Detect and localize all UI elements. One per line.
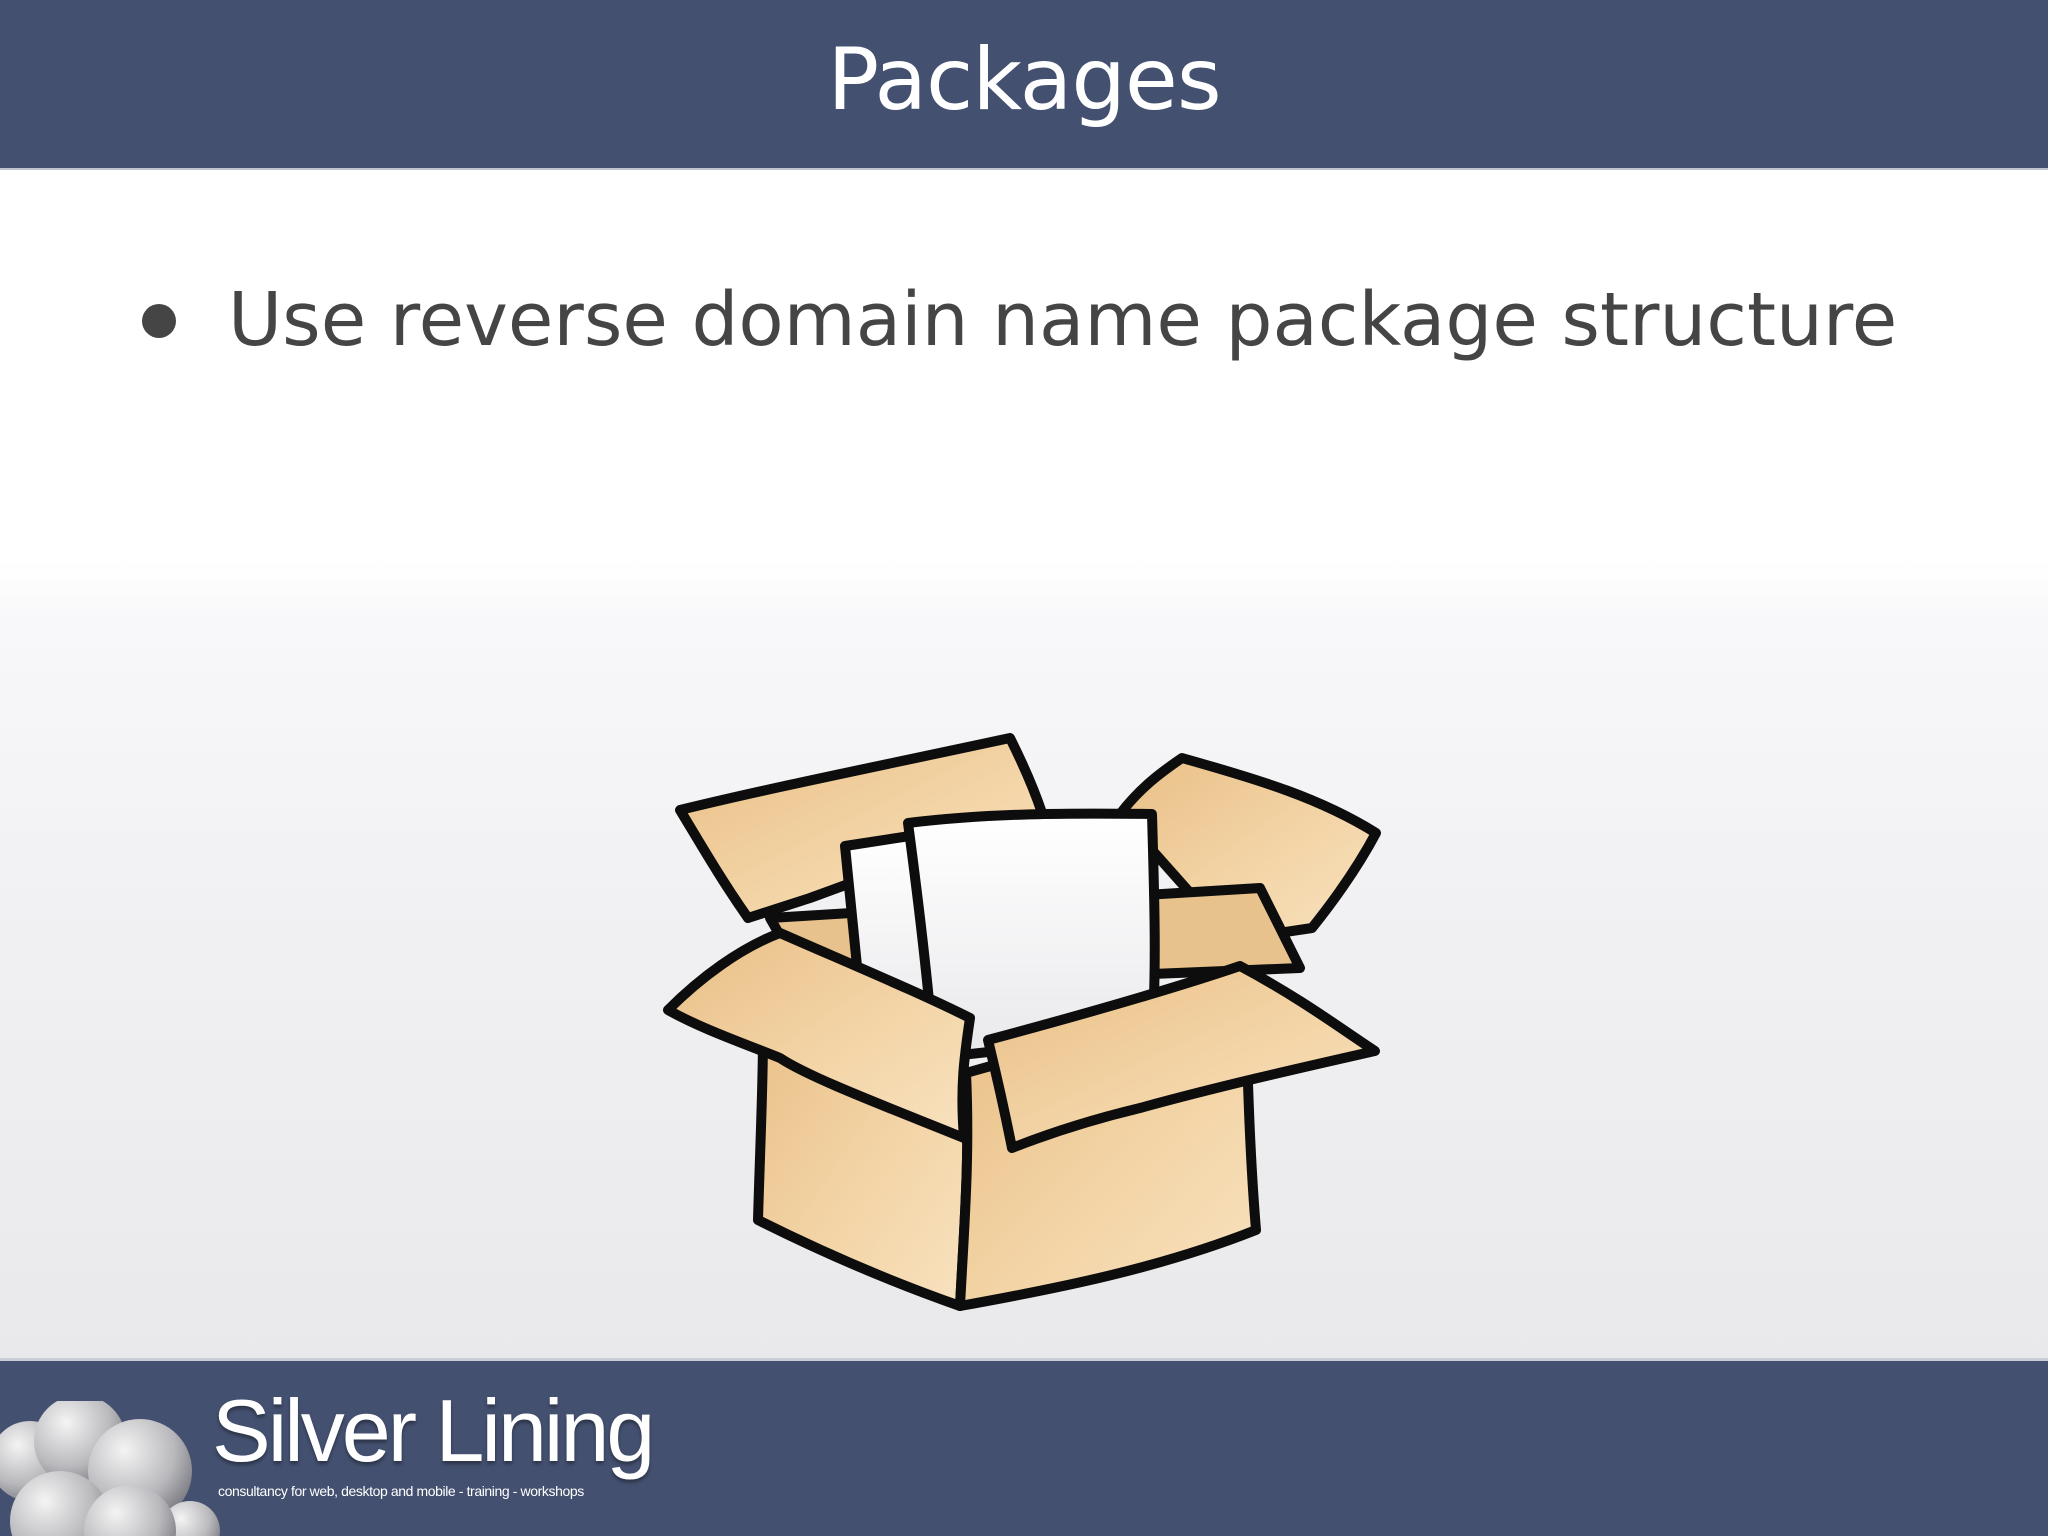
brand-name: Silver Lining [212,1381,655,1480]
open-box-with-papers-icon [663,733,1381,1311]
cloud-icon [0,1401,220,1536]
bullet-text: Use reverse domain name package structur… [228,277,1898,363]
bullet-dot-icon [142,304,176,338]
brand-tagline: consultancy for web, desktop and mobile … [218,1483,584,1499]
footer-bar: Silver Lining consultancy for web, deskt… [0,1358,2048,1536]
bullet-list: Use reverse domain name package structur… [140,270,2000,370]
bullet-item: Use reverse domain name package structur… [140,270,2000,370]
slide-title: Packages [827,30,1221,130]
title-bar: Packages [0,0,2048,170]
